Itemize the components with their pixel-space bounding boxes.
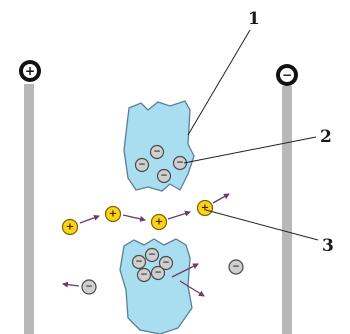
svg-text:+: + — [155, 217, 163, 228]
anion-ion: − — [149, 144, 165, 160]
anion-ion: − — [144, 247, 160, 263]
arrow-icon — [79, 214, 100, 224]
anion-ion: − — [134, 157, 150, 173]
svg-text:−: − — [160, 171, 168, 181]
lower-crystal-anions: − − − − − — [131, 247, 174, 283]
arrow-icon — [62, 281, 80, 288]
svg-text:−: − — [140, 270, 148, 280]
svg-text:−: − — [148, 250, 156, 260]
svg-text:+: + — [201, 203, 209, 214]
anion-ion: − — [158, 255, 174, 271]
anode-plus-symbol: + — [25, 64, 35, 78]
svg-text:−: − — [154, 268, 162, 278]
svg-text:−: − — [138, 160, 146, 170]
svg-text:−: − — [135, 257, 143, 267]
free-anion-left: − — [81, 279, 97, 295]
anion-ion: − — [131, 254, 147, 270]
svg-text:−: − — [85, 282, 93, 292]
svg-text:+: + — [109, 209, 117, 220]
svg-text:−: − — [176, 158, 184, 168]
cathode-minus-symbol: − — [282, 68, 292, 82]
arrow-icon — [179, 280, 205, 297]
anion-ion: − — [150, 265, 166, 281]
arrow-icon — [171, 263, 199, 278]
cathode-bar — [282, 86, 292, 334]
anion-ion: − — [136, 267, 152, 283]
callout-leaders — [183, 29, 319, 241]
leader-line-3 — [205, 209, 319, 241]
upper-crystal-anions: − − − − — [134, 144, 188, 184]
svg-text:+: + — [66, 222, 74, 233]
arrow-icon — [122, 214, 146, 222]
cation-ion: + — [61, 218, 79, 236]
anode: + — [19, 60, 41, 334]
callout-label-1: 1 — [248, 9, 260, 29]
anion-ion: − — [156, 168, 172, 184]
leader-line-2 — [183, 136, 317, 164]
anode-bar — [24, 84, 34, 334]
callout-label-3: 3 — [322, 236, 334, 256]
svg-text:−: − — [162, 258, 170, 268]
cation-ion: + — [104, 205, 122, 223]
cation-ion: + — [150, 213, 168, 231]
motion-arrows — [62, 193, 230, 297]
arrow-icon — [212, 193, 230, 204]
free-anion-right: − — [228, 259, 244, 275]
callout-label-2: 2 — [320, 127, 332, 147]
leader-line-1 — [187, 29, 251, 136]
migrating-cations: + + + + — [61, 199, 214, 236]
arrow-icon — [167, 210, 191, 220]
cation-ion: + — [196, 199, 214, 217]
svg-text:−: − — [232, 262, 240, 272]
svg-text:−: − — [153, 147, 161, 157]
cathode: − — [276, 64, 298, 334]
